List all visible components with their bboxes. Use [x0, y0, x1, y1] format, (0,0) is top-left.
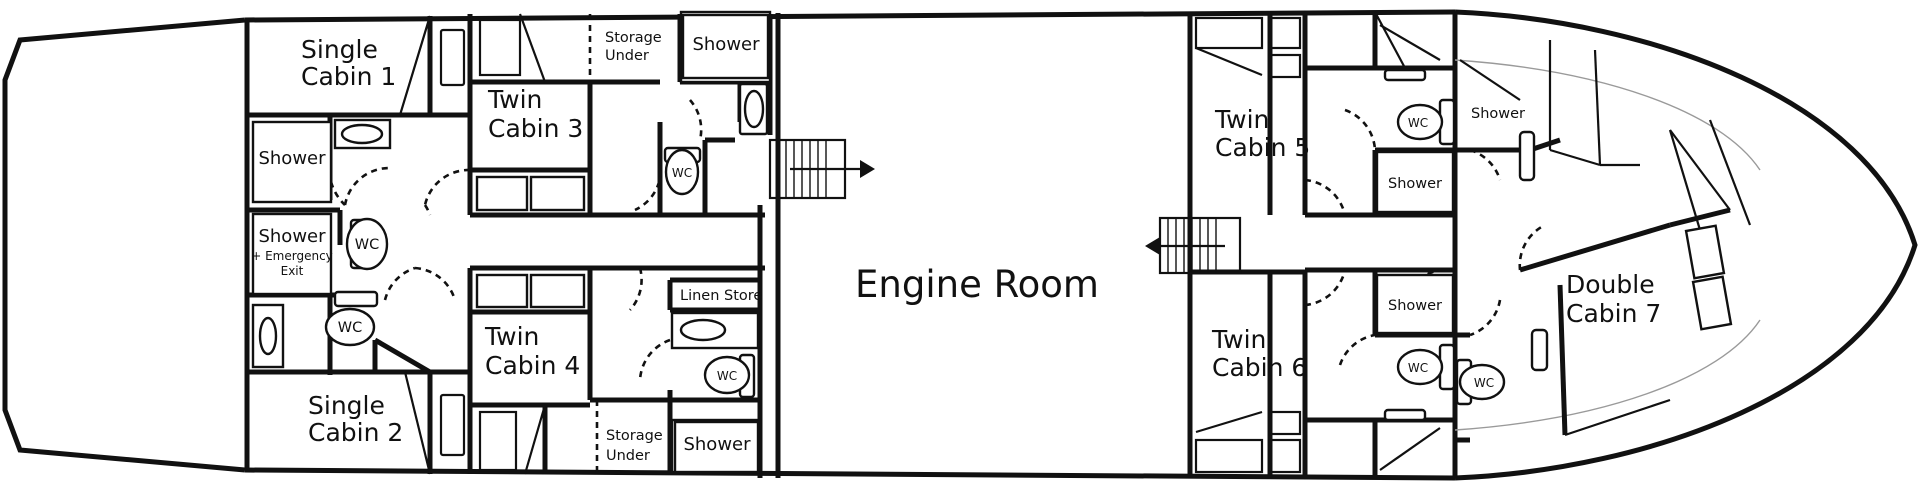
wc-label: WC — [672, 166, 692, 180]
room-number: Cabin 7 — [1566, 299, 1661, 328]
room-type: Twin — [487, 85, 542, 114]
wc-fwd-1: WC — [1396, 98, 1456, 146]
label-storage-under-top: Storage Under — [605, 30, 662, 64]
wc-left-1: WC — [345, 217, 389, 271]
label-double-cabin-7: Double Cabin 7 — [1566, 270, 1661, 328]
label-twin-cabin-4: Twin Cabin 4 — [484, 322, 580, 380]
label-engine-room: Engine Room — [855, 263, 1099, 306]
wc-fwd-2: WC — [1396, 343, 1456, 391]
label-single-cabin-2: Single Cabin 2 — [308, 391, 403, 447]
under-label: Under — [606, 448, 650, 464]
wc-label: WC — [1474, 376, 1494, 390]
label-twin-cabin-6: Twin Cabin 6 — [1211, 325, 1307, 382]
wc-aft-bottom: WC — [703, 353, 756, 399]
basin-left-top — [333, 118, 392, 150]
shower-top-aft: Shower — [681, 13, 770, 80]
wc-left-2: WC — [324, 290, 379, 347]
label-single-cabin-1: Single Cabin 1 — [301, 35, 396, 91]
emergency-label: + Emergency — [251, 249, 333, 263]
shower-label: Shower — [258, 148, 326, 169]
forward-stairs — [1145, 216, 1242, 275]
room-number: Cabin 4 — [485, 351, 580, 380]
wc-label: WC — [717, 369, 737, 383]
forward-section-walls — [1190, 11, 1761, 478]
shower-label: Shower — [1388, 176, 1442, 192]
room-type: Twin — [484, 322, 539, 351]
storage-label: Storage — [605, 30, 662, 46]
storage-label: Storage — [606, 428, 663, 444]
wc-label: WC — [355, 237, 379, 253]
room-number: Cabin 3 — [488, 114, 583, 143]
shower-fwd-bow: Shower — [1471, 106, 1525, 122]
label-twin-cabin-5: Twin Cabin 5 — [1214, 105, 1310, 162]
shower-fwd-2: Shower — [1375, 273, 1455, 335]
shower-label: Shower — [683, 434, 751, 455]
shower-emergency-label: Shower — [258, 226, 326, 247]
linen-store-label: Linen Store — [680, 288, 762, 304]
label-storage-under-bottom: Storage Under — [606, 428, 663, 464]
room-type: Single — [308, 391, 385, 420]
label-linen-store: Linen Store — [680, 288, 762, 304]
shower-label: Shower — [1388, 298, 1442, 314]
shower-bottom-aft: Shower — [673, 420, 760, 474]
basin-left-bottom — [251, 303, 285, 369]
label-twin-cabin-3: Twin Cabin 3 — [487, 85, 583, 143]
shower-left-1: Shower — [251, 120, 333, 204]
room-type: Double — [1566, 270, 1655, 299]
wc-fwd-3: WC — [1455, 358, 1506, 406]
shower-label: Shower — [1471, 106, 1525, 122]
room-number: Cabin 2 — [308, 418, 403, 447]
under-label: Under — [605, 48, 649, 64]
engine-room-walls — [775, 12, 1193, 478]
room-number: Cabin 5 — [1215, 133, 1310, 162]
exit-label: Exit — [281, 264, 304, 278]
hull-outline — [2, 9, 1918, 481]
room-type: Twin — [1214, 105, 1269, 134]
room-type: Single — [301, 35, 378, 64]
shower-label: Shower — [692, 34, 760, 55]
shower-emergency-exit: Shower + Emergency Exit — [251, 212, 333, 296]
wc-label: WC — [1408, 361, 1428, 375]
room-number: Cabin 1 — [301, 62, 396, 91]
wc-aft-top: WC — [663, 146, 702, 196]
room-number: Cabin 6 — [1212, 353, 1307, 382]
shower-fwd-1: Shower — [1375, 150, 1455, 214]
wc-label: WC — [1408, 116, 1428, 130]
engine-room-label: Engine Room — [855, 263, 1099, 306]
wc-label: WC — [338, 320, 362, 336]
aft-stairs — [768, 138, 875, 200]
room-type: Twin — [1211, 325, 1266, 354]
